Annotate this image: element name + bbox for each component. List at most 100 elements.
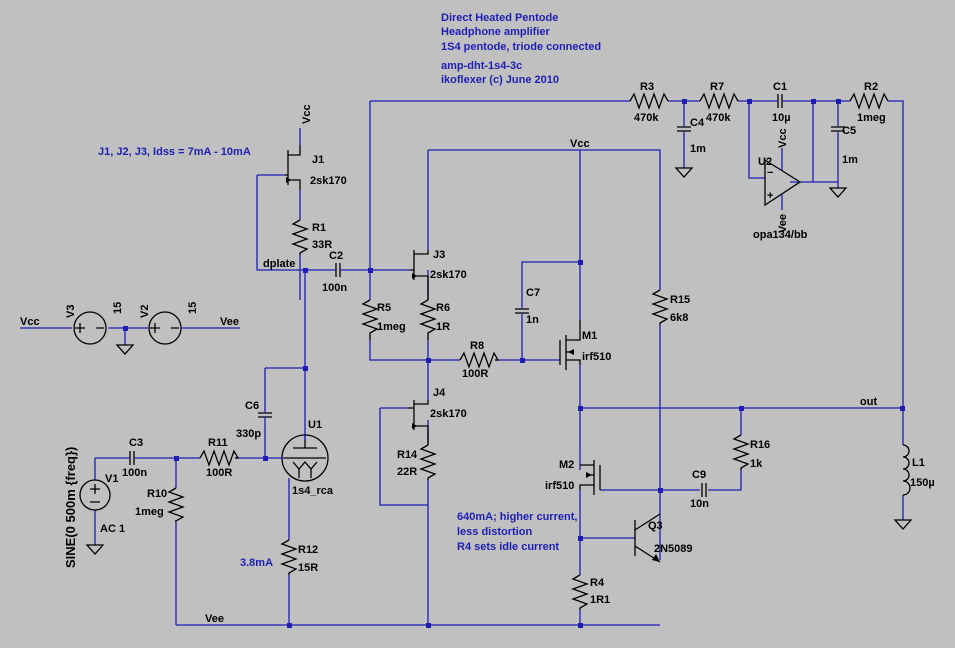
v1-ref: V1 <box>105 473 118 485</box>
j1-value: 2sk170 <box>310 175 347 187</box>
net-dplate: dplate <box>263 258 295 270</box>
m1-ref: M1 <box>582 330 597 342</box>
resistor-r8[interactable] <box>459 351 500 369</box>
r10-ref: R10 <box>147 488 167 500</box>
source-v3[interactable] <box>73 311 107 345</box>
r12-ref: R12 <box>298 544 318 556</box>
resistor-r6[interactable] <box>419 299 437 340</box>
opamp-plus: + <box>767 190 773 202</box>
header-line-1: Direct Heated Pentode <box>441 12 558 24</box>
mosfet-m1[interactable] <box>559 320 581 370</box>
r4-ref: R4 <box>590 577 605 589</box>
c5-ref: C5 <box>842 125 856 137</box>
opamp-u2[interactable]: − + <box>764 148 802 210</box>
q3-ref: Q3 <box>648 520 663 532</box>
resistor-r16[interactable] <box>732 434 750 470</box>
j3-value: 2sk170 <box>430 269 467 281</box>
l1-ref: L1 <box>912 457 925 469</box>
capacitor-c1[interactable] <box>770 94 790 108</box>
notes: Direct Heated Pentode Headphone amplifie… <box>98 12 601 569</box>
v2-ref: V2 <box>139 305 151 318</box>
resistor-r2[interactable] <box>849 92 889 110</box>
j1-ref: J1 <box>312 154 324 166</box>
c2-ref: C2 <box>329 250 343 262</box>
r5-value: 1meg <box>377 321 406 333</box>
r1-value: 33R <box>312 239 332 251</box>
capacitor-c2[interactable] <box>330 263 345 277</box>
jfet-j4[interactable] <box>408 400 429 445</box>
resistor-r12[interactable] <box>280 539 298 575</box>
m2-value: irf510 <box>545 480 574 492</box>
r2-ref: R2 <box>864 81 878 93</box>
v3-ref: V3 <box>65 305 77 318</box>
mosfet-m2[interactable] <box>579 460 601 495</box>
resistor-r7[interactable] <box>699 92 739 110</box>
c4-value: 1m <box>690 143 706 155</box>
resistor-r11[interactable] <box>199 449 240 467</box>
r15-value: 6k8 <box>670 312 688 324</box>
tube-u1[interactable] <box>280 434 329 482</box>
r15-ref: R15 <box>670 294 690 306</box>
bjt-q3[interactable] <box>634 513 661 563</box>
r14-value: 22R <box>397 466 417 478</box>
c3-value: 100n <box>122 467 147 479</box>
resistor-r3[interactable] <box>629 92 669 110</box>
r3-ref: R3 <box>640 81 654 93</box>
r11-value: 100R <box>206 467 232 479</box>
r12-value: 15R <box>298 562 318 574</box>
component-labels: J1 2sk170 J3 2sk170 J4 2sk170 R1 33R C2 … <box>63 81 935 606</box>
ground-symbols <box>85 167 913 555</box>
c6-ref: C6 <box>245 400 259 412</box>
c1-value: 10µ <box>772 112 791 124</box>
jfet-j1[interactable] <box>285 145 301 190</box>
r16-value: 1k <box>750 458 763 470</box>
capacitor-c6[interactable] <box>258 410 272 420</box>
r2-value: 1meg <box>857 112 886 124</box>
m1-value: irf510 <box>582 351 611 363</box>
resistor-r4[interactable] <box>571 574 589 610</box>
output-note-3: R4 sets idle current <box>457 541 559 553</box>
capacitor-c7[interactable] <box>515 300 529 322</box>
c7-value: 1n <box>526 314 539 326</box>
resistor-r1[interactable] <box>291 219 309 255</box>
net-vee-bottom: Vee <box>205 613 224 625</box>
capacitor-c4[interactable] <box>677 118 691 140</box>
v1-source: SINE(0 500m {freq}) <box>63 447 78 568</box>
source-v1[interactable] <box>79 479 111 511</box>
c7-ref: C7 <box>526 287 540 299</box>
v2-value: 15 <box>187 302 199 314</box>
resistor-r14[interactable] <box>419 444 437 480</box>
u1-value: 1s4_rca <box>292 485 334 497</box>
r5-ref: R5 <box>377 302 391 314</box>
resistor-r15[interactable] <box>651 289 669 325</box>
c5-value: 1m <box>842 154 858 166</box>
inductor-l1[interactable] <box>902 444 911 496</box>
net-out: out <box>860 396 877 408</box>
u2-value: opa134/bb <box>753 229 808 241</box>
source-v2[interactable] <box>148 311 182 345</box>
c2-value: 100n <box>322 282 347 294</box>
c6-value: 330p <box>236 428 261 440</box>
r16-ref: R16 <box>750 439 770 451</box>
u1-ref: U1 <box>308 419 322 431</box>
header-line-2: Headphone amplifier <box>441 26 551 38</box>
j4-value: 2sk170 <box>430 408 467 420</box>
jfet-j3[interactable] <box>410 250 429 300</box>
resistor-r5[interactable] <box>361 299 379 340</box>
r4-value: 1R1 <box>590 594 610 606</box>
r3-value: 470k <box>634 112 659 124</box>
m2-ref: M2 <box>559 459 574 471</box>
r14-ref: R14 <box>397 449 418 461</box>
q3-value: 2N5089 <box>654 543 693 555</box>
capacitor-c9[interactable] <box>701 483 707 497</box>
output-note-2: less distortion <box>457 526 532 538</box>
capacitor-c3[interactable] <box>125 451 140 465</box>
opamp-minus: − <box>767 167 773 179</box>
junctions <box>123 99 905 628</box>
resistor-r10[interactable] <box>167 487 185 523</box>
r7-ref: R7 <box>710 81 724 93</box>
capacitor-c5[interactable] <box>831 118 845 140</box>
r10-value: 1meg <box>135 506 164 518</box>
v3-value: 15 <box>112 302 124 314</box>
